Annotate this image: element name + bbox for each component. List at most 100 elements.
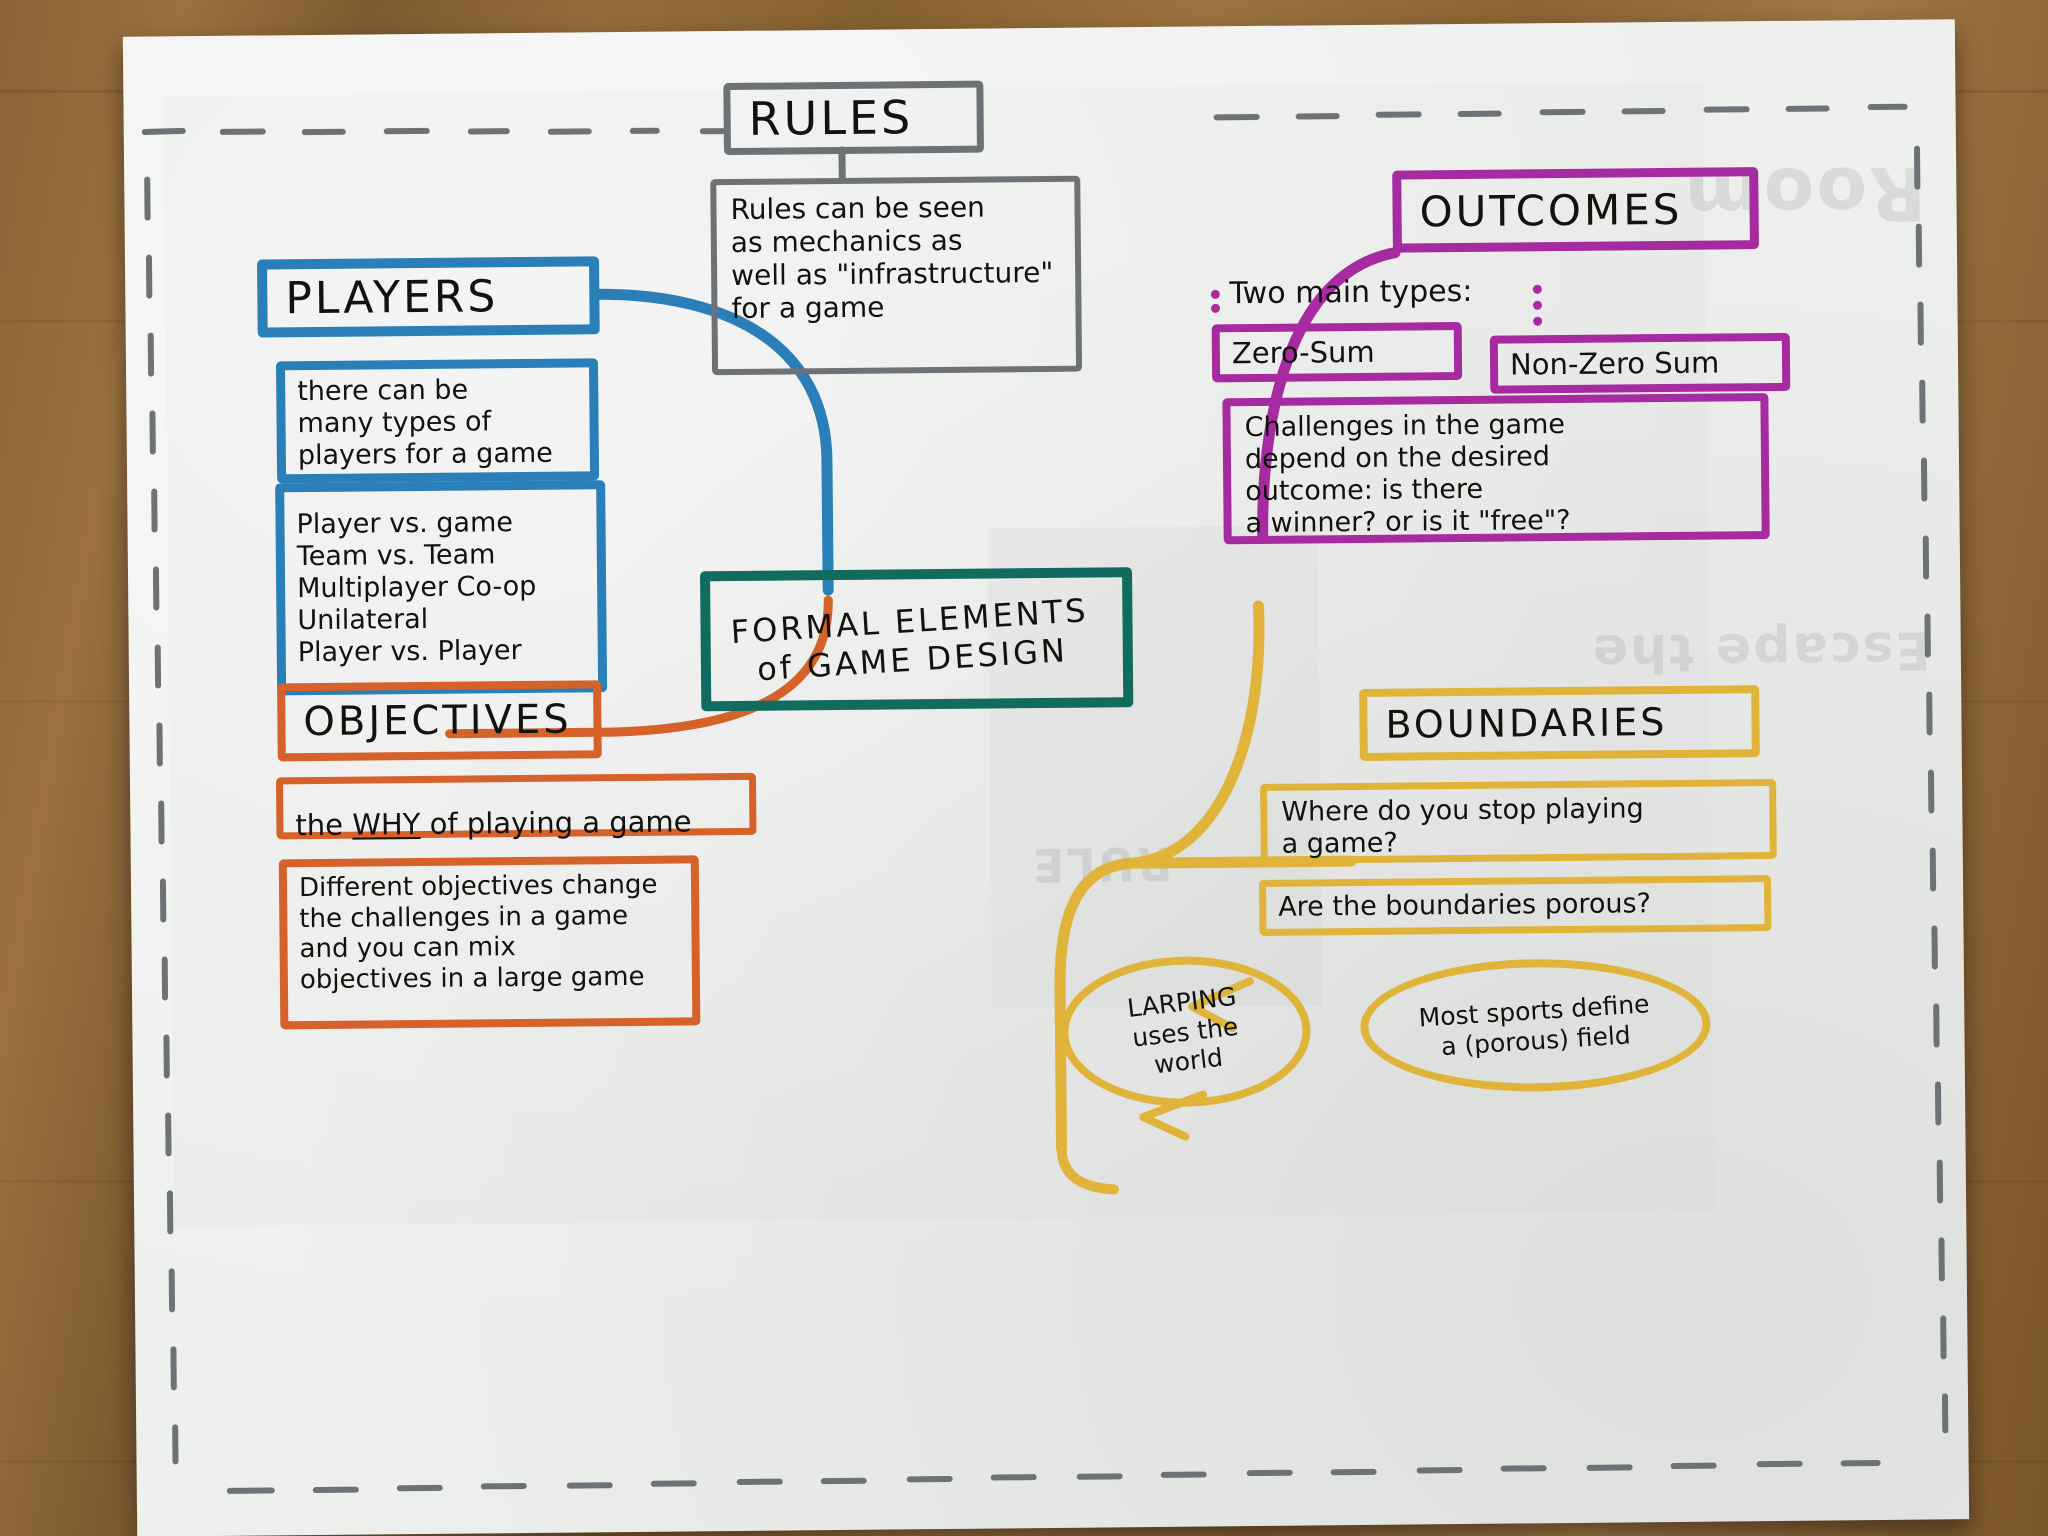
border-dash — [566, 1482, 613, 1489]
outcomes-zero-sum-box[interactable]: Zero-Sum — [1211, 321, 1463, 383]
boundaries-question-2-text: Are the boundaries porous? — [1278, 888, 1652, 923]
border-dash — [1938, 1237, 1945, 1282]
border-dash — [1539, 108, 1586, 116]
border-dash — [396, 1484, 443, 1492]
border-dash — [1926, 691, 1933, 736]
objectives-title-box[interactable]: OBJECTIVES — [277, 680, 602, 762]
border-dash — [151, 488, 158, 533]
border-dash — [141, 127, 186, 136]
players-types-box[interactable]: Player vs. game Team vs. Team Multiplaye… — [275, 480, 608, 696]
border-dash — [736, 1478, 783, 1486]
border-dash — [990, 1474, 1037, 1481]
border-dash — [1919, 379, 1926, 424]
outcomes-title-box[interactable]: OUTCOMES — [1392, 167, 1759, 253]
border-dash — [158, 800, 165, 845]
border-dash — [1929, 847, 1937, 892]
outcomes-note-text: Challenges in the game depend on the des… — [1244, 409, 1571, 539]
border-dash — [170, 1346, 177, 1391]
player-type-item: Team vs. Team — [296, 539, 496, 573]
why-suffix: of playing a game — [420, 804, 692, 842]
rules-title: RULES — [748, 90, 914, 146]
border-dash — [172, 1424, 179, 1465]
boundaries-question-1-box[interactable]: Where do you stop playing a game? — [1260, 778, 1777, 864]
border-dash — [629, 127, 660, 134]
border-dash — [1076, 1473, 1123, 1480]
border-dash — [154, 644, 162, 689]
boundaries-title-box[interactable]: BOUNDARIES — [1359, 685, 1760, 761]
border-dash — [1160, 1471, 1207, 1478]
border-dash — [1933, 1003, 1940, 1048]
border-dash — [1416, 1467, 1463, 1474]
border-dash — [166, 1190, 174, 1235]
border-dash — [159, 878, 167, 923]
players-title-box[interactable]: PLAYERS — [256, 256, 600, 338]
border-dash — [1940, 1315, 1947, 1360]
border-dash — [145, 254, 153, 299]
outcomes-subtitle: Two main types: — [1229, 273, 1569, 312]
players-note-box[interactable]: there can be many types of players for a… — [275, 358, 600, 484]
border-dash — [1941, 1393, 1949, 1434]
border-dash — [699, 128, 726, 135]
player-type-item: Player vs. game — [296, 507, 514, 541]
border-dash — [144, 176, 151, 221]
border-dash — [1934, 1081, 1942, 1126]
border-dash — [301, 128, 346, 136]
boundaries-question-2-box[interactable]: Are the boundaries porous? — [1258, 875, 1772, 936]
objectives-note-box[interactable]: Different objectives change the challeng… — [278, 855, 701, 1030]
border-dash — [1920, 457, 1928, 502]
objectives-why-text: the WHY of playing a game — [295, 770, 692, 842]
boundaries-question-1-text: Where do you stop playing a game? — [1281, 793, 1644, 860]
players-note-text: there can be many types of players for a… — [297, 374, 553, 471]
rules-note-text: Rules can be seen as mechanics as well a… — [730, 190, 1054, 326]
border-dash — [1756, 1460, 1803, 1468]
border-dash — [547, 128, 592, 135]
border-dash — [1840, 1460, 1881, 1467]
outcomes-zero-sum-text: Zero-Sum — [1231, 334, 1375, 371]
border-dash — [1375, 111, 1422, 118]
border-dash — [1246, 1469, 1293, 1477]
border-dash — [168, 1268, 176, 1313]
border-dash — [650, 1480, 697, 1487]
outcomes-non-zero-sum-box[interactable]: Non-Zero Sum — [1489, 332, 1791, 394]
border-dash — [1330, 1468, 1377, 1476]
border-dash — [152, 566, 160, 611]
border-dash — [383, 127, 430, 135]
outcomes-title: OUTCOMES — [1419, 184, 1683, 236]
border-dash — [1936, 1159, 1944, 1204]
border-dash — [1867, 103, 1908, 111]
border-dash — [163, 1034, 170, 1079]
border-dash — [161, 956, 169, 1001]
border-dash — [312, 1486, 359, 1494]
border-dash — [480, 1483, 527, 1490]
border-dash — [1213, 113, 1260, 121]
border-dash — [906, 1475, 953, 1483]
outcomes-note-box[interactable]: Challenges in the game depend on the des… — [1222, 393, 1770, 545]
border-dash — [147, 332, 155, 377]
border-dash — [219, 128, 266, 135]
player-type-item: Unilateral — [297, 603, 429, 637]
objectives-why-box[interactable]: the WHY of playing a game — [275, 770, 757, 842]
outcomes-subtitle-text: Two main types: — [1229, 273, 1473, 312]
border-dash — [165, 1112, 172, 1157]
border-dash — [1670, 1462, 1717, 1470]
why-keyword: WHY — [352, 807, 421, 842]
objectives-note-text: Different objectives change the challeng… — [298, 869, 658, 996]
border-dash — [1927, 769, 1935, 814]
player-type-item: Player vs. Player — [297, 634, 522, 668]
border-dash — [1457, 110, 1502, 118]
why-prefix: the — [295, 807, 353, 843]
boundaries-bubble-larping-text: LARPING uses the world — [1126, 981, 1240, 1080]
border-dash — [820, 1477, 867, 1485]
border-dash — [1586, 1464, 1633, 1471]
boundaries-title: BOUNDARIES — [1385, 700, 1668, 747]
center-node-box[interactable]: FORMAL ELEMENTS of GAME DESIGN — [700, 567, 1134, 712]
border-dash — [226, 1487, 275, 1494]
border-dash — [1295, 113, 1340, 120]
border-dash — [1785, 105, 1830, 112]
border-dash — [1621, 108, 1666, 115]
outcomes-non-zero-sum-text: Non-Zero Sum — [1509, 345, 1720, 382]
rules-note-box[interactable]: Rules can be seen as mechanics as well a… — [710, 175, 1083, 376]
border-dash — [1703, 106, 1750, 113]
rules-title-box[interactable]: RULES — [723, 80, 984, 156]
